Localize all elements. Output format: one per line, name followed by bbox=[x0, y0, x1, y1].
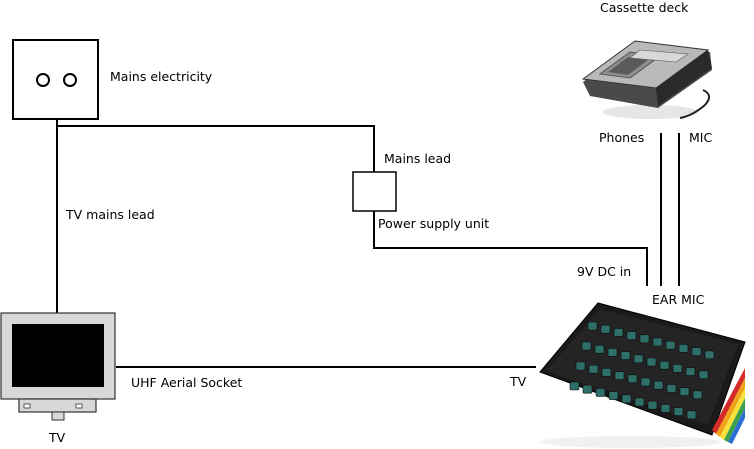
keyboard-key bbox=[569, 381, 580, 391]
cassette-deck-label: Cassette deck bbox=[600, 0, 689, 15]
keyboard-key bbox=[601, 368, 612, 377]
keyboard-key bbox=[685, 367, 696, 376]
keyboard-key bbox=[678, 344, 689, 353]
keyboard-key bbox=[575, 361, 586, 371]
keyboard-key bbox=[595, 388, 606, 397]
keyboard-key bbox=[686, 410, 697, 420]
keyboard-key bbox=[614, 371, 625, 380]
keyboard-key bbox=[608, 391, 619, 400]
tv-label: TV bbox=[48, 430, 66, 445]
keyboard-key bbox=[692, 390, 703, 400]
uhf-aerial-socket-label: UHF Aerial Socket bbox=[131, 375, 242, 390]
keyboard-key bbox=[588, 364, 599, 374]
keyboard-key bbox=[587, 321, 598, 331]
keyboard-key bbox=[646, 357, 657, 367]
phones-label: Phones bbox=[599, 130, 644, 145]
psu-to-dc-wire bbox=[373, 211, 648, 286]
keyboard-key bbox=[634, 397, 645, 407]
power-supply-unit-label: Power supply unit bbox=[378, 216, 489, 231]
keyboard-key bbox=[679, 387, 690, 396]
ear-mic-label: EAR MIC bbox=[652, 292, 705, 307]
keyboard-key bbox=[698, 370, 709, 380]
keyboard-key bbox=[666, 384, 677, 393]
keyboard-keys bbox=[569, 321, 715, 420]
mains-lead-label: Mains lead bbox=[384, 151, 451, 166]
keyboard-key bbox=[653, 380, 664, 390]
keyboard-key bbox=[691, 347, 702, 356]
keyboard-key bbox=[633, 354, 644, 364]
tv-port-label: TV bbox=[509, 374, 527, 389]
power-supply-box bbox=[352, 171, 397, 212]
keyboard-key bbox=[626, 331, 637, 340]
tv-icon bbox=[0, 312, 116, 421]
nine-v-dc-in-label: 9V DC in bbox=[577, 264, 631, 279]
keyboard-key bbox=[613, 328, 624, 337]
keyboard-key bbox=[704, 350, 715, 360]
keyboard-key bbox=[672, 364, 683, 373]
keyboard-key bbox=[660, 404, 671, 413]
keyboard-key bbox=[673, 407, 684, 416]
keyboard-key bbox=[639, 334, 650, 344]
wires bbox=[56, 119, 680, 368]
keyboard-key bbox=[640, 377, 651, 387]
mains-lead-wire bbox=[57, 125, 375, 172]
cassette-deck-image bbox=[581, 40, 712, 119]
keyboard-key bbox=[582, 384, 593, 394]
keyboard-key bbox=[659, 360, 670, 370]
mains-electricity-label: Mains electricity bbox=[110, 69, 213, 84]
keyboard-key bbox=[594, 344, 605, 354]
keyboard-key bbox=[665, 340, 676, 350]
zx-spectrum-image bbox=[539, 302, 746, 448]
keyboard-key bbox=[647, 400, 658, 410]
keyboard-key bbox=[627, 374, 638, 384]
keyboard-key bbox=[581, 341, 592, 351]
mic-label: MIC bbox=[689, 130, 712, 145]
keyboard-key bbox=[621, 394, 632, 404]
keyboard-key bbox=[620, 351, 631, 360]
mains-socket-icon bbox=[12, 39, 99, 120]
keyboard-key bbox=[652, 337, 663, 347]
keyboard-key bbox=[607, 348, 618, 357]
keyboard-key bbox=[600, 324, 611, 334]
tv-mains-lead-label: TV mains lead bbox=[65, 207, 155, 222]
